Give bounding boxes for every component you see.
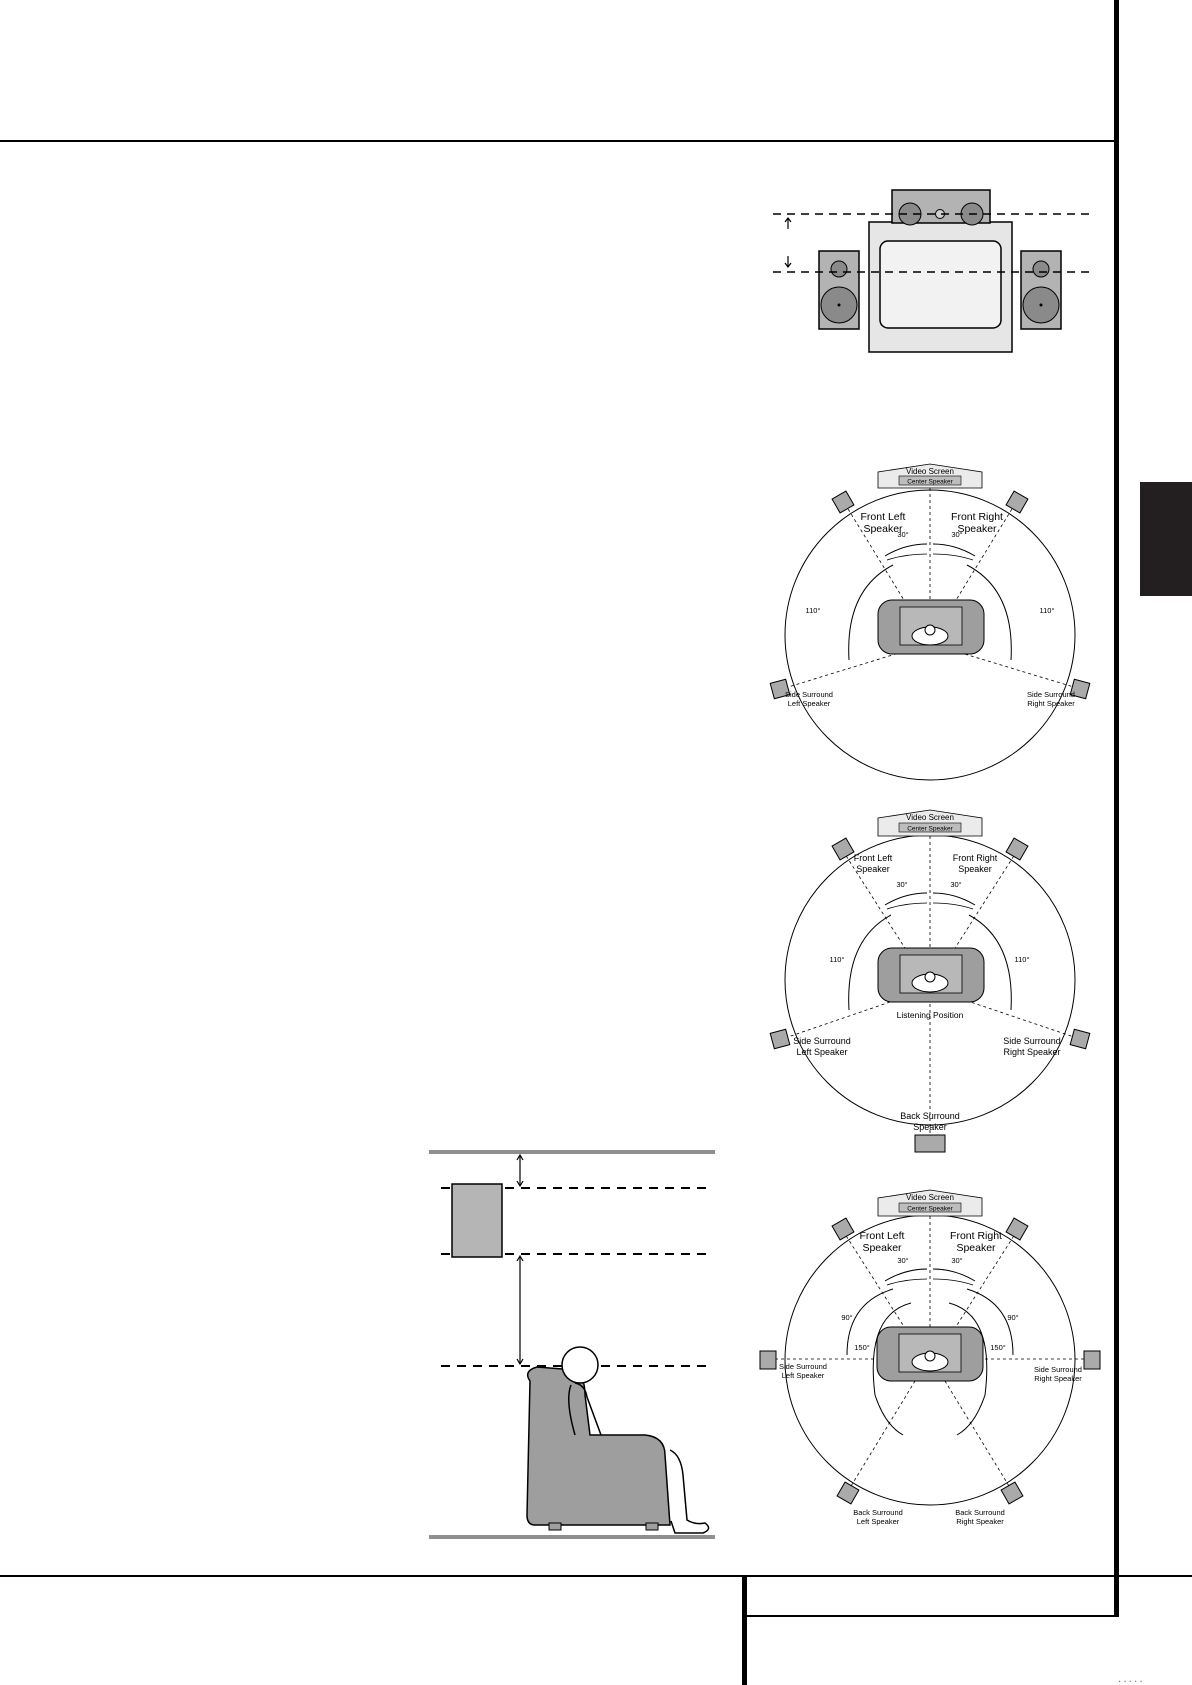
front-left-speaker xyxy=(831,490,855,514)
svg-text:150°: 150° xyxy=(854,1343,870,1352)
svg-text:30°: 30° xyxy=(897,1256,908,1265)
svg-text:Center Speaker: Center Speaker xyxy=(907,1206,953,1213)
side-right-speaker xyxy=(1069,1028,1091,1050)
side-right-speaker xyxy=(1083,1350,1101,1370)
footer-box-rule xyxy=(742,1615,1119,1617)
page-number: ..... xyxy=(1118,1671,1145,1685)
svg-text:110°: 110° xyxy=(806,606,821,615)
arrow-up-icon xyxy=(784,217,792,229)
tv-screen xyxy=(879,240,1002,329)
svg-text:90°: 90° xyxy=(1007,1313,1018,1322)
side-left-speaker xyxy=(769,678,791,700)
double-arrow-icon xyxy=(516,1254,524,1366)
section-tab xyxy=(1140,482,1192,596)
svg-text:150°: 150° xyxy=(990,1343,1006,1352)
surround-speaker-height-figure xyxy=(429,1150,715,1539)
right-margin-rule xyxy=(1114,0,1119,1617)
svg-text:30°: 30° xyxy=(951,1256,962,1265)
svg-text:Center Speaker: Center Speaker xyxy=(907,479,953,486)
double-arrow-icon xyxy=(516,1153,524,1188)
footer-rule xyxy=(0,1575,1192,1577)
seated-person xyxy=(561,1346,710,1534)
front-right-speaker xyxy=(1005,490,1029,514)
front-right-speaker xyxy=(1005,837,1029,861)
back-right-speaker xyxy=(1000,1481,1024,1505)
svg-text:30°: 30° xyxy=(896,880,907,889)
svg-text:Listening Position: Listening Position xyxy=(897,1010,964,1020)
surround-speaker xyxy=(451,1183,503,1258)
svg-text:Center Speaker: Center Speaker xyxy=(907,826,953,833)
svg-text:30°: 30° xyxy=(951,530,962,539)
back-surround-speaker xyxy=(914,1134,946,1153)
svg-text:Video Screen: Video Screen xyxy=(906,813,954,822)
front-speaker-height-figure xyxy=(773,189,1095,353)
side-left-speaker xyxy=(769,1028,791,1050)
svg-text:30°: 30° xyxy=(950,880,961,889)
front-left-speaker xyxy=(831,1217,855,1241)
arrow-down-icon xyxy=(784,256,792,268)
armchair xyxy=(526,1366,671,1526)
svg-text:110°: 110° xyxy=(1015,955,1030,964)
side-right-speaker xyxy=(1069,678,1091,700)
front-right-speaker xyxy=(1005,1217,1029,1241)
svg-text:110°: 110° xyxy=(1040,606,1055,615)
svg-text:110°: 110° xyxy=(830,955,845,964)
side-left-speaker xyxy=(759,1350,777,1370)
svg-text:Video Screen: Video Screen xyxy=(906,467,954,476)
back-left-speaker xyxy=(836,1481,860,1505)
svg-text:Video Screen: Video Screen xyxy=(906,1193,954,1202)
svg-text:90°: 90° xyxy=(841,1313,852,1322)
header-rule xyxy=(0,140,1116,142)
front-left-speaker xyxy=(831,837,855,861)
svg-text:30°: 30° xyxy=(897,530,908,539)
footer-divider xyxy=(742,1575,747,1685)
